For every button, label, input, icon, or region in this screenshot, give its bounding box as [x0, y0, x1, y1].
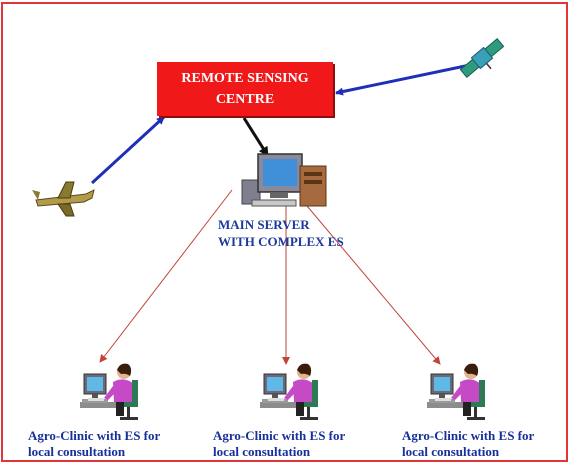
clinic-user-icon — [426, 363, 486, 421]
clinic-label-line2: local consultation — [213, 444, 311, 459]
remote-sensing-centre-box: REMOTE SENSING CENTRE — [157, 62, 333, 116]
server-link-arrow — [242, 117, 270, 157]
clinic-arrow-right — [301, 199, 441, 365]
main-server-label-line1: MAIN SERVER — [218, 217, 310, 232]
remote-sensing-centre-label-line2: CENTRE — [215, 92, 275, 107]
satellite-icon — [459, 38, 505, 78]
satellite-uplink-arrow — [335, 63, 471, 96]
main-server-label: MAIN SERVER WITH COMPLEX ES — [218, 216, 438, 250]
server-computer-icon — [241, 153, 327, 207]
clinic-label-left: Agro-Clinic with ES for local consultati… — [28, 428, 198, 460]
clinic-label-middle: Agro-Clinic with ES for local consultati… — [213, 428, 383, 460]
clinic-user-icon — [259, 363, 319, 421]
remote-sensing-centre-label-line1: REMOTE SENSING — [181, 71, 309, 86]
clinic-label-line1: Agro-Clinic with ES for — [28, 428, 161, 443]
clinic-label-line1: Agro-Clinic with ES for — [402, 428, 535, 443]
main-server-label-line2: WITH COMPLEX ES — [218, 234, 344, 249]
aircraft-icon — [32, 181, 95, 217]
clinic-label-right: Agro-Clinic with ES for local consultati… — [402, 428, 572, 460]
aircraft-uplink-arrow — [90, 115, 166, 185]
clinic-label-line2: local consultation — [402, 444, 500, 459]
clinic-label-line2: local consultation — [28, 444, 126, 459]
clinic-label-line1: Agro-Clinic with ES for — [213, 428, 346, 443]
clinic-arrow-left — [99, 189, 233, 363]
clinic-user-icon — [79, 363, 139, 421]
